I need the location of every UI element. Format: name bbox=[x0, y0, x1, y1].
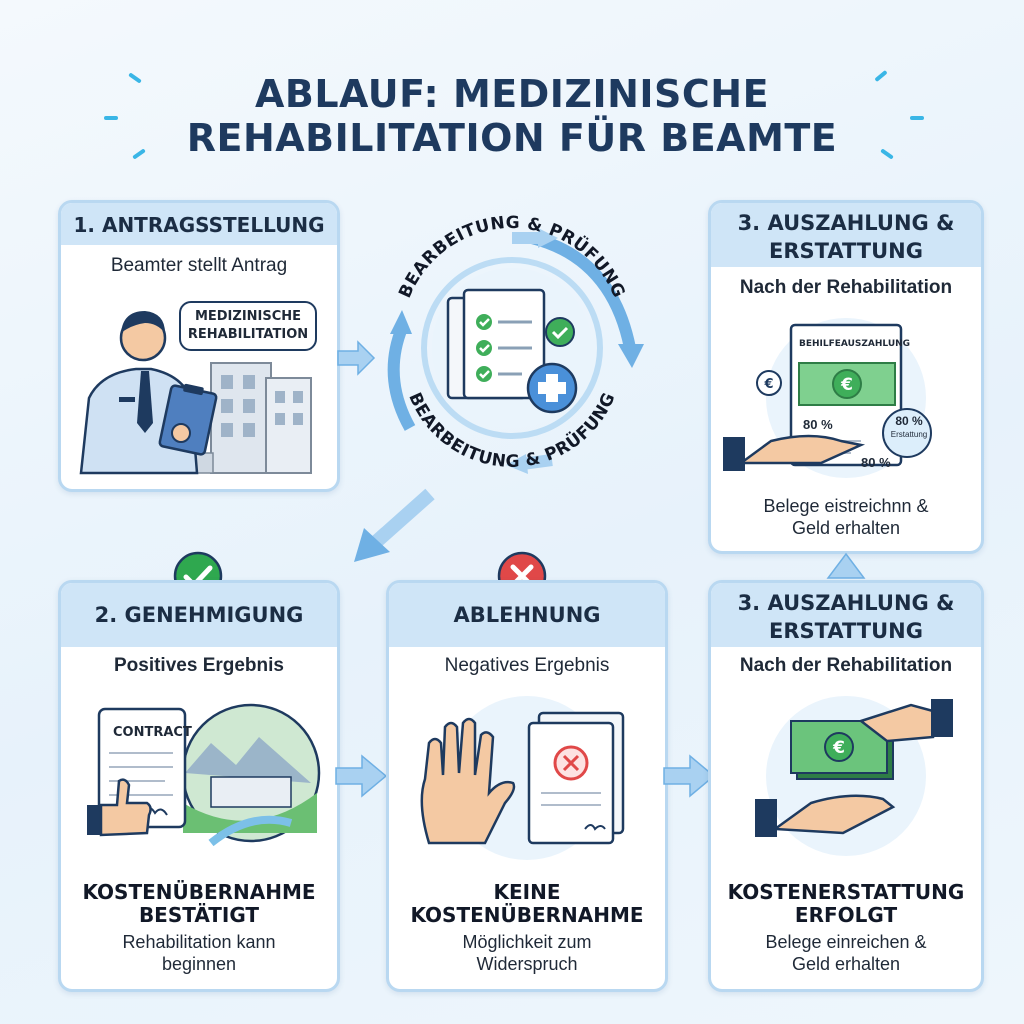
reimbursement-illustration: € € bbox=[723, 318, 932, 478]
step3-bottom-heading: 3. AUSZAHLUNG & ERSTATTUNG bbox=[711, 583, 981, 647]
step3-bottom-result-line-1: KOSTENERSTATTUNG bbox=[727, 880, 965, 904]
building-icon bbox=[190, 362, 312, 474]
percent-label-2: 80 % bbox=[861, 455, 891, 470]
flow-arrow-right bbox=[663, 754, 716, 798]
document-title: BEHILFEAUSZAHLUNG bbox=[799, 339, 911, 349]
svg-text:€: € bbox=[840, 375, 853, 395]
speech-bubble-line-2: REHABILITATION bbox=[187, 327, 309, 342]
rejection-note-line-1: Möglichkeit zum bbox=[462, 932, 592, 952]
review-cycle: BEARBEITUNG & PRÜFUNG BEARBEITUNG & PRÜF… bbox=[387, 213, 644, 474]
flow-arrow-up bbox=[826, 552, 866, 579]
medical-cross-icon bbox=[526, 362, 578, 414]
step3-bottom-card: 3. AUSZAHLUNG & ERSTATTUNG Nach der Reha… bbox=[708, 580, 984, 992]
step3-bottom-result: KOSTENERSTATTUNG ERFOLGT bbox=[711, 881, 981, 927]
step3-bottom-note-line-2: Geld erhalten bbox=[791, 954, 901, 974]
rejection-result: KEINE KOSTENÜBERNAHME bbox=[389, 881, 665, 927]
title-line-1: ABLAUF: MEDIZINISCHE bbox=[254, 72, 770, 116]
checkmark-icon bbox=[476, 314, 492, 382]
reimbursement-badge: 80 % Erstattung bbox=[887, 415, 931, 441]
step3-bottom-subtitle: Nach der Rehabilitation bbox=[739, 655, 953, 676]
step2-note-line-1: Rehabilitation kann bbox=[122, 932, 276, 952]
step2-card: 2. GENEHMIGUNG Positives Ergebnis CONTRA… bbox=[58, 580, 340, 992]
step3-top-card: 3. AUSZAHLUNG & ERSTATTUNG Nach der Reha… bbox=[708, 200, 984, 554]
svg-text:€: € bbox=[832, 738, 845, 758]
step2-heading: 2. GENEHMIGUNG bbox=[61, 583, 337, 647]
step2-note: Rehabilitation kann beginnen bbox=[61, 931, 337, 975]
step3-top-footer: Belege eistreichnn & Geld erhalten bbox=[711, 495, 981, 539]
step3-bottom-heading-line-2: ERSTATTUNG bbox=[769, 619, 923, 643]
contract-label: CONTRACT bbox=[113, 725, 192, 740]
step2-result-line-1: KOSTENÜBERNAHME bbox=[82, 880, 316, 904]
speech-bubble: MEDIZINISCHE REHABILITATION bbox=[179, 301, 317, 351]
decoration bbox=[104, 116, 118, 120]
step3-top-heading-line-1: 3. AUSZAHLUNG & bbox=[737, 211, 955, 235]
step1-heading: 1. ANTRAGSSTELLUNG bbox=[61, 203, 337, 245]
speech-bubble-line-1: MEDIZINISCHE bbox=[194, 309, 302, 324]
rejection-card: ABLEHNUNG Negatives Ergebnis KEINE KOSTE… bbox=[386, 580, 668, 992]
rejection-note-line-2: Widerspruch bbox=[476, 954, 578, 974]
decoration bbox=[910, 116, 924, 120]
step2-result: KOSTENÜBERNAHME BESTÄTIGT bbox=[61, 881, 337, 927]
percent-label-1: 80 % bbox=[803, 417, 833, 432]
page-title: ABLAUF: MEDIZINISCHE REHABILITATION FÜR … bbox=[0, 72, 1024, 160]
step3-bottom-note-line-1: Belege einreichen & bbox=[765, 932, 927, 952]
banknote-icon: € bbox=[790, 720, 894, 780]
step3-top-heading-line-2: ERSTATTUNG bbox=[769, 239, 923, 263]
step1-subtitle: Beamter stellt Antrag bbox=[110, 255, 288, 276]
step3-top-heading: 3. AUSZAHLUNG & ERSTATTUNG bbox=[711, 203, 981, 267]
flow-arrow-right bbox=[337, 340, 376, 376]
thumbs-up-icon bbox=[87, 778, 152, 837]
step2-result-line-2: BESTÄTIGT bbox=[138, 903, 260, 927]
step2-subtitle: Positives Ergebnis bbox=[113, 655, 284, 676]
stop-hand-icon bbox=[420, 717, 516, 845]
step3-top-subtitle: Nach der Rehabilitation bbox=[739, 277, 953, 298]
title-line-2: REHABILITATION FÜR BEAMTE bbox=[186, 116, 838, 160]
money-handover-illustration: € bbox=[755, 696, 953, 856]
rejection-result-line-1: KEINE bbox=[493, 880, 561, 904]
badge-label: Erstattung bbox=[890, 430, 928, 439]
rejection-result-line-2: KOSTENÜBERNAHME bbox=[410, 903, 644, 927]
approval-illustration bbox=[87, 703, 321, 847]
svg-text:€: € bbox=[763, 377, 773, 392]
step1-card: 1. ANTRAGSSTELLUNG Beamter stellt Antrag bbox=[58, 200, 340, 492]
step3-top-footer-line-1: Belege eistreichnn & bbox=[763, 496, 929, 516]
rejection-heading: ABLEHNUNG bbox=[389, 583, 665, 647]
flow-arrow-diagonal bbox=[354, 488, 435, 562]
step2-note-line-2: beginnen bbox=[161, 954, 237, 974]
step3-bottom-note: Belege einreichen & Geld erhalten bbox=[711, 931, 981, 975]
officer-illustration bbox=[79, 311, 312, 475]
rejection-note: Möglichkeit zum Widerspruch bbox=[389, 931, 665, 975]
rejection-subtitle: Negatives Ergebnis bbox=[444, 655, 610, 676]
badge-percent: 80 % bbox=[895, 414, 923, 428]
step3-bottom-result-line-2: ERFOLGT bbox=[794, 903, 898, 927]
step3-bottom-heading-line-1: 3. AUSZAHLUNG & bbox=[737, 591, 955, 615]
step3-top-footer-line-2: Geld erhalten bbox=[791, 518, 901, 538]
flow-arrow-right bbox=[335, 754, 388, 798]
rejection-illustration bbox=[420, 696, 625, 860]
